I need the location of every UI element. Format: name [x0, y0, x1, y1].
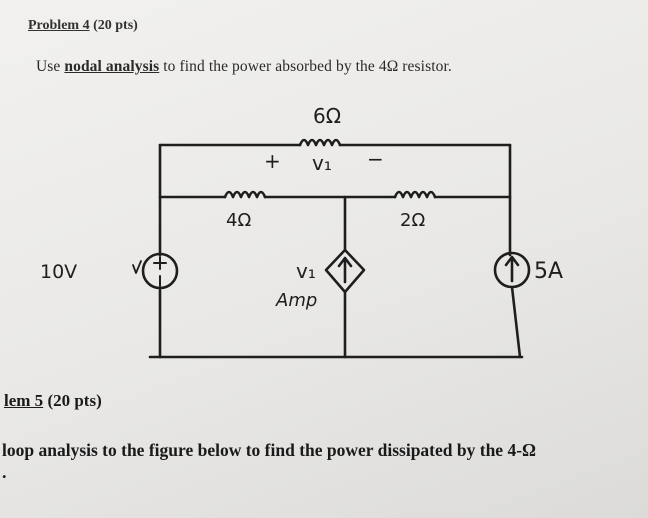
label-v1-plus: + — [264, 149, 281, 173]
current-source-arrow — [504, 255, 520, 283]
label-v1: v₁ — [312, 151, 332, 175]
label-10v: 10V — [40, 261, 77, 283]
wire-right-bottom — [510, 285, 522, 359]
problem-5-name: lem 5 — [4, 391, 44, 410]
resistor-6ohm — [298, 138, 342, 147]
resistor-4ohm — [223, 190, 267, 199]
problem-5-dot: . — [2, 462, 7, 482]
problem-5-prompt: loop analysis to the figure below to fin… — [2, 440, 537, 460]
problem-4-title: Problem 4 (20 pts) — [28, 18, 138, 34]
problem-4-prompt: Use nodal analysis to find the power abs… — [36, 58, 452, 76]
prompt-prefix: Use — [36, 58, 65, 75]
problem-4-name: Problem 4 — [28, 18, 90, 33]
label-dep-v1: v₁ — [296, 259, 316, 283]
label-6ohm: 6Ω — [313, 104, 341, 128]
label-2ohm: 2Ω — [400, 210, 425, 231]
label-v1-minus: − — [367, 147, 384, 171]
problem-4-points: (20 pts) — [93, 18, 138, 33]
dep-source-arrow — [337, 256, 353, 284]
problem-5-title: lem 5 (20 pts) — [4, 391, 102, 411]
prompt-method: nodal analysis — [64, 58, 160, 75]
vs-plus-sign — [153, 256, 167, 270]
label-5a: 5A — [534, 259, 563, 284]
resistor-2ohm — [393, 190, 437, 199]
label-amp: Amp — [275, 290, 317, 311]
label-4ohm: 4Ω — [226, 210, 251, 231]
vs-label-mark — [132, 260, 142, 274]
problem-5-points: (20 pts) — [47, 391, 102, 410]
prompt-suffix: to find the power absorbed by the 4Ω res… — [159, 58, 452, 75]
